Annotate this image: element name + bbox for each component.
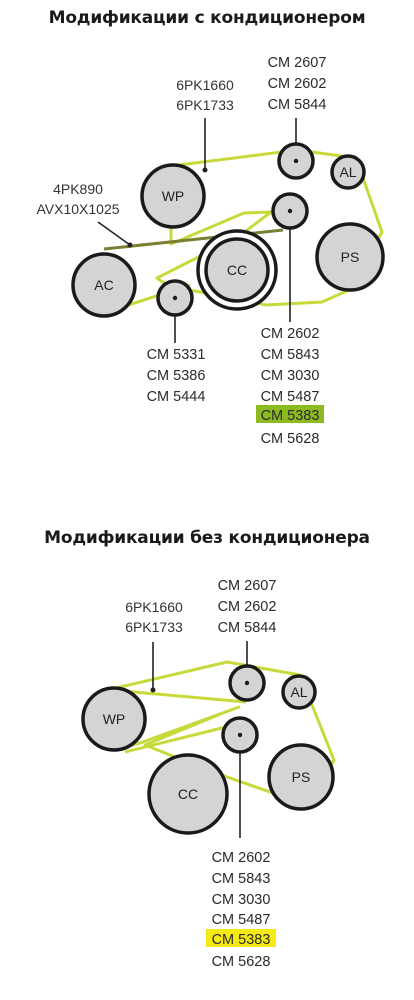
idler-top-part: CM 2602 xyxy=(268,76,327,92)
leader-dot xyxy=(202,167,208,173)
tensioner-part-highlighted: CM 5383 xyxy=(212,932,271,948)
diagram-with-ac: WP AL PS CC AC 6PK1660 6PK1733 4PK890 AV… xyxy=(36,55,385,447)
tensioner-part: CM 3030 xyxy=(212,892,271,908)
leader-dot xyxy=(127,242,133,248)
main-belt xyxy=(155,148,384,307)
idler-top-part: CM 5844 xyxy=(218,620,277,636)
pulley-tensioner-hub xyxy=(237,732,243,738)
tensioner-part: CM 5487 xyxy=(261,389,320,405)
idler-top-part: CM 2607 xyxy=(268,55,327,71)
belt-segment xyxy=(111,688,247,704)
diagram-without-ac: WP AL CC PS 6PK1660 6PK1733 CM 2607 CM 2… xyxy=(81,578,336,970)
belt-a-part: 6PK1660 xyxy=(176,77,234,93)
tensioner-part: CM 2602 xyxy=(212,850,271,866)
leader-belt-b xyxy=(97,221,131,246)
pulley-idler-top-hub xyxy=(244,680,250,686)
pulley-idler-top-hub xyxy=(293,158,299,164)
pulley-cc xyxy=(147,753,229,835)
belt-a-part: 6PK1733 xyxy=(125,619,183,635)
idler-top-part: CM 2602 xyxy=(218,599,277,615)
pulley-wp-label: WP xyxy=(103,711,126,727)
tensioner-part: CM 5628 xyxy=(212,954,271,970)
belt-b-part: 4PK890 xyxy=(53,181,103,197)
belt-a-part: 6PK1660 xyxy=(125,599,183,615)
tensioner-part: CM 5628 xyxy=(261,431,320,447)
idler-low-part: CM 5386 xyxy=(147,368,206,384)
pulley-al-label: AL xyxy=(290,684,307,700)
idler-top-part: CM 5844 xyxy=(268,97,327,113)
idler-low-part: CM 5444 xyxy=(147,389,206,405)
tensioner-part: CM 5843 xyxy=(261,347,320,363)
pulley-al xyxy=(330,154,366,190)
idler-top-part: CM 2607 xyxy=(218,578,277,594)
pulley-cc-label: CC xyxy=(178,786,198,802)
pulley-tensioner-hub xyxy=(287,208,293,214)
tensioner-part: CM 5843 xyxy=(212,871,271,887)
pulley-wp xyxy=(140,163,206,229)
pulley-wp-label: WP xyxy=(162,188,185,204)
pulley-cc xyxy=(204,237,270,303)
tensioner-part: CM 5487 xyxy=(212,912,271,928)
idler-low-part: CM 5331 xyxy=(147,347,206,363)
pulley-al-label: AL xyxy=(339,164,356,180)
tensioner-part-highlighted: CM 5383 xyxy=(261,408,320,424)
highlight-marker xyxy=(206,929,276,947)
pulley-cc-label: CC xyxy=(227,262,247,278)
pulley-al xyxy=(281,674,317,710)
section1-title: Модификации с кондиционером xyxy=(48,8,366,28)
belt-b-part: AVX10X1025 xyxy=(36,201,119,217)
pulley-ps xyxy=(315,222,385,292)
belt-segment xyxy=(124,725,227,754)
belt-a-part: 6PK1733 xyxy=(176,97,234,113)
pulley-ps-label: PS xyxy=(341,249,360,265)
pulley-wp xyxy=(81,686,147,752)
tensioner-part: CM 2602 xyxy=(261,326,320,342)
pulley-ac xyxy=(71,252,137,318)
pulley-ac-label: AC xyxy=(94,277,113,293)
pulley-idler-low-hub xyxy=(172,295,178,301)
section2-title: Модификации без кондиционера xyxy=(44,528,370,548)
pulley-ps xyxy=(267,743,335,811)
highlight-marker xyxy=(256,405,324,423)
tensioner-part: CM 3030 xyxy=(261,368,320,384)
leader-dot xyxy=(150,687,156,693)
pulley-ps-label: PS xyxy=(292,769,311,785)
